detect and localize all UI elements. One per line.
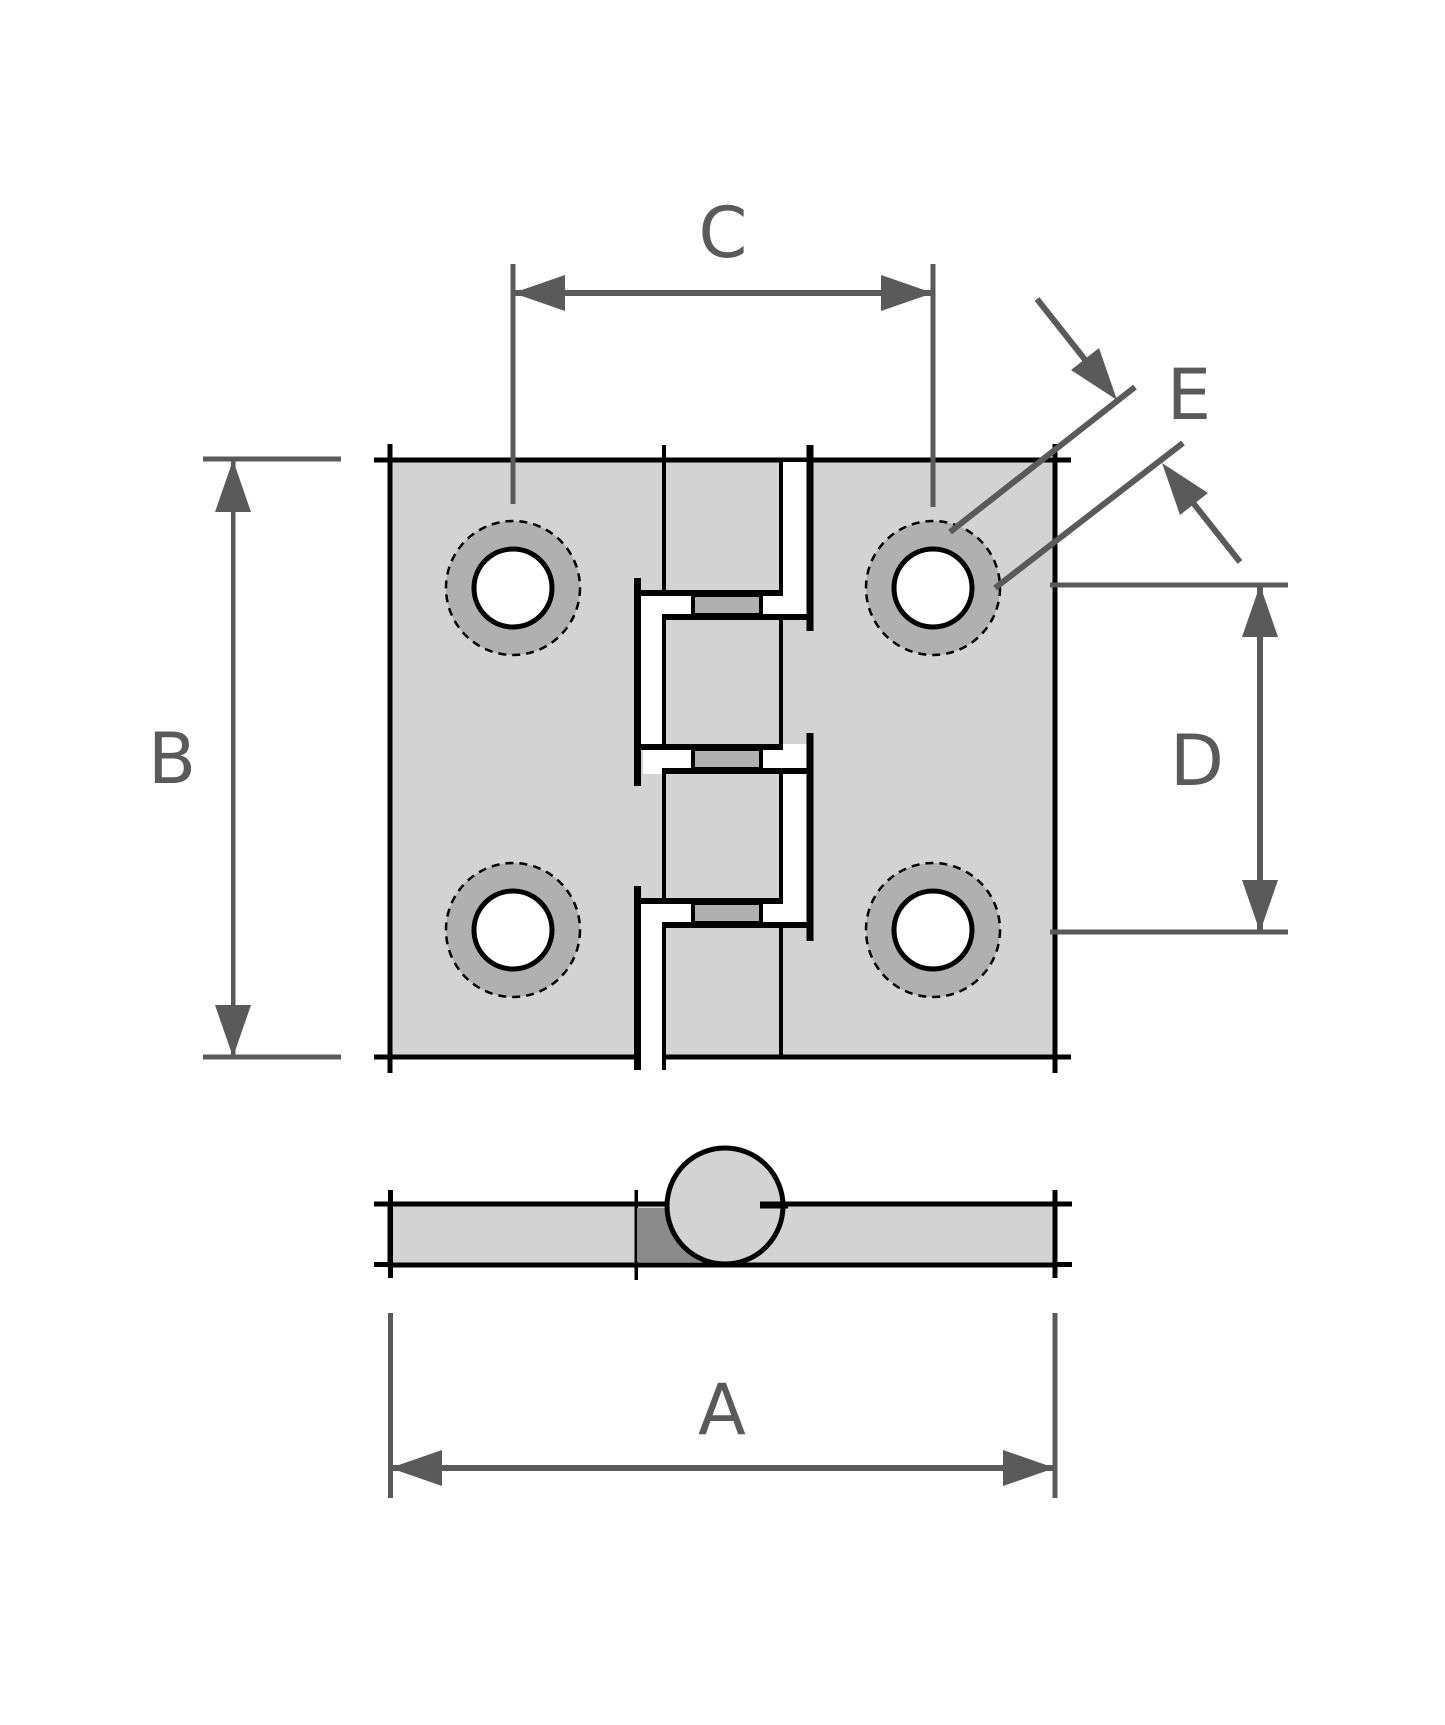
knuckle-slot-left-upper <box>641 596 662 744</box>
dim-a-arrow-right <box>1003 1450 1055 1486</box>
screw-hole-bottom-right <box>864 861 1002 999</box>
corner-tick <box>387 1057 393 1073</box>
dim-b-extension-top <box>203 456 341 462</box>
dimension-d <box>1050 582 1288 935</box>
curl-slit <box>760 1201 788 1209</box>
hinge-pin <box>695 905 759 921</box>
hinge-pin <box>695 751 759 767</box>
dim-c-extension-left <box>510 264 516 504</box>
edge-tick <box>374 1201 390 1207</box>
dim-d-extension-top <box>1050 582 1288 588</box>
dim-a-extension-right <box>1052 1313 1058 1498</box>
corner-tick <box>1055 1054 1071 1060</box>
top-view <box>374 444 1071 1073</box>
dim-b-line <box>231 460 236 1057</box>
pin-gap-band-3 <box>634 898 814 928</box>
edge-tick <box>1055 1262 1072 1267</box>
dim-e-leader-outer <box>948 384 1137 535</box>
corner-tick <box>1052 1057 1058 1073</box>
edge-tick <box>374 1262 390 1267</box>
left-end-tick <box>388 1190 393 1278</box>
knuckle-boundary-right-lower <box>806 733 814 941</box>
label-d: D <box>1170 720 1224 802</box>
dim-c-arrow-right <box>881 275 933 311</box>
screw-hole <box>891 888 975 972</box>
dim-a-arrow-left <box>390 1450 442 1486</box>
dim-d-arrow-up <box>1242 585 1278 637</box>
screw-hole <box>471 888 555 972</box>
dim-b-extension-bottom <box>203 1054 341 1060</box>
right-end-tick <box>1052 1190 1058 1278</box>
side-view <box>374 1145 1072 1280</box>
screw-hole <box>471 546 555 630</box>
dim-b-arrow-up <box>215 460 251 512</box>
knuckle-boundary-left-upper <box>634 578 641 786</box>
dimension-b <box>203 456 341 1060</box>
dimension-e <box>948 297 1243 591</box>
dim-b-arrow-down <box>215 1005 251 1057</box>
dimension-a <box>388 1313 1058 1498</box>
dim-c-line <box>513 290 933 296</box>
dim-a-line <box>390 1465 1055 1471</box>
dim-d-extension-bottom <box>1050 929 1288 935</box>
leaf-joint-tick <box>634 1190 638 1280</box>
dim-e-arrow-shaft-upper <box>1034 297 1093 368</box>
knuckle-slot-right-upper <box>783 462 807 614</box>
corner-tick <box>1055 457 1071 463</box>
edge-tick <box>1055 1201 1072 1207</box>
knuckle-slot-right-lower <box>783 774 807 922</box>
pin-gap-band-2 <box>634 744 814 774</box>
pin-gap-band-1 <box>634 590 814 620</box>
screw-hole <box>891 546 975 630</box>
knuckle-boundary-right-upper <box>806 445 814 631</box>
dim-d-arrow-down <box>1242 880 1278 932</box>
corner-tick <box>374 457 390 463</box>
corner-tick <box>374 1054 390 1060</box>
label-c: C <box>698 192 748 274</box>
dim-e-leader-inner <box>993 440 1185 591</box>
dim-a-extension-left <box>388 1313 393 1498</box>
dimension-c <box>510 264 936 507</box>
screw-hole-top-right <box>864 519 1002 657</box>
knuckle-slot-left-lower <box>641 904 662 1063</box>
dim-e-arrow-lower <box>1162 463 1208 515</box>
dim-e-arrow-upper <box>1071 348 1117 400</box>
knuckle-boundary-left-lower <box>634 886 641 1070</box>
label-b: B <box>147 718 197 800</box>
hinge-pin <box>695 597 759 613</box>
dim-c-arrow-left <box>513 275 565 311</box>
label-e: E <box>1166 354 1212 436</box>
screw-hole-bottom-left <box>444 861 582 999</box>
label-a: A <box>698 1369 746 1451</box>
screw-hole-top-left <box>444 519 582 657</box>
dim-c-extension-right <box>930 264 936 507</box>
corner-tick <box>387 444 393 460</box>
dim-e-arrow-shaft-lower <box>1187 497 1243 564</box>
dim-d-line <box>1257 585 1263 932</box>
